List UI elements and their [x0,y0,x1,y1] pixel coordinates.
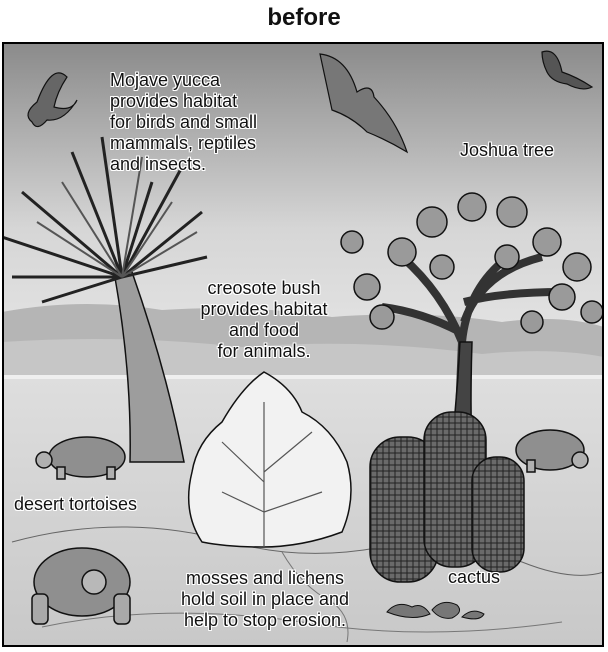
yucca-line: and insects. [110,154,257,175]
yucca-line: for birds and small [110,112,257,133]
label-mosses-lichens: mosses and lichens hold soil in place an… [150,568,380,631]
yucca-line: Mojave yucca [110,70,257,91]
label-creosote-bush: creosote bush provides habitat and food … [174,278,354,362]
creosote-line: creosote bush [174,278,354,299]
desert-scene: Mojave yucca provides habitat for birds … [2,42,604,647]
label-mojave-yucca: Mojave yucca provides habitat for birds … [110,70,257,175]
mosses-line: help to stop erosion. [150,610,380,631]
tortoise-front [32,548,130,624]
creosote-line: and food [174,320,354,341]
mosses-line: hold soil in place and [150,589,380,610]
label-joshua-tree: Joshua tree [460,140,554,161]
mosses-line: mosses and lichens [150,568,380,589]
label-cactus: cactus [448,567,500,588]
creosote-line: for animals. [174,341,354,362]
diagram-title: before [0,4,608,32]
yucca-line: mammals, reptiles [110,133,257,154]
yucca-line: provides habitat [110,91,257,112]
label-desert-tortoises: desert tortoises [14,494,137,515]
creosote-line: provides habitat [174,299,354,320]
